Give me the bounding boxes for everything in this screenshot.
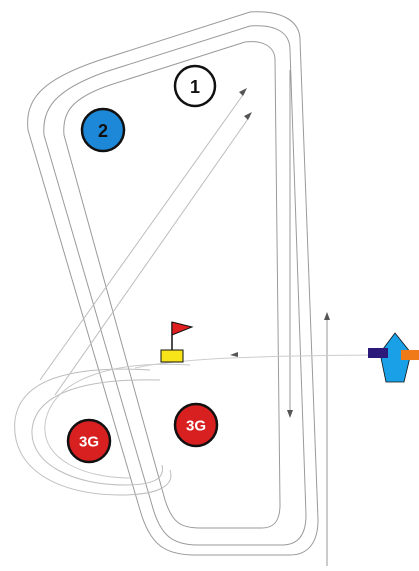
gate-mark-right-buoy: [173, 402, 219, 448]
mark-2-label: 2: [98, 121, 108, 141]
gate-mark-right-label: 3G: [186, 418, 206, 435]
finish-leg-arrowhead: [324, 312, 330, 320]
beat-leg-1-arrowhead: [239, 88, 247, 96]
committee-boat: [368, 332, 419, 383]
gate-loop-3: [44, 363, 191, 479]
gate-mark-left-buoy: [66, 418, 112, 464]
mark-2-buoy: [80, 107, 126, 153]
run-leg-arrowhead: [287, 410, 293, 418]
start-pin-flag: [160, 321, 194, 363]
flag-base: [160, 349, 184, 363]
mark-1-buoy: [173, 64, 217, 108]
outer-course-loop-2: [43, 25, 307, 546]
mark-2: 2: [80, 107, 126, 153]
mark-1: 1: [173, 64, 217, 108]
gate-loop-2: [31, 379, 163, 486]
start-line: [134, 354, 371, 369]
start-line-arrowhead: [230, 352, 238, 357]
gate-loop-1: [14, 368, 172, 496]
flag-cloth: [171, 321, 194, 336]
inner-course-loop: [63, 41, 281, 529]
outer-course-loop-1: [27, 11, 319, 556]
mark-1-label: 1: [190, 77, 200, 97]
beat-leg-2: [54, 115, 251, 396]
beat-leg-2-arrowhead: [244, 112, 252, 120]
boat-flag-right: [401, 350, 419, 360]
gate-mark-right: 3G: [173, 402, 219, 448]
gate-mark-left-label: 3G: [79, 434, 99, 451]
beat-leg-1: [39, 91, 246, 381]
gate-mark-left: 3G: [66, 418, 112, 464]
boat-flag-left: [368, 348, 388, 358]
